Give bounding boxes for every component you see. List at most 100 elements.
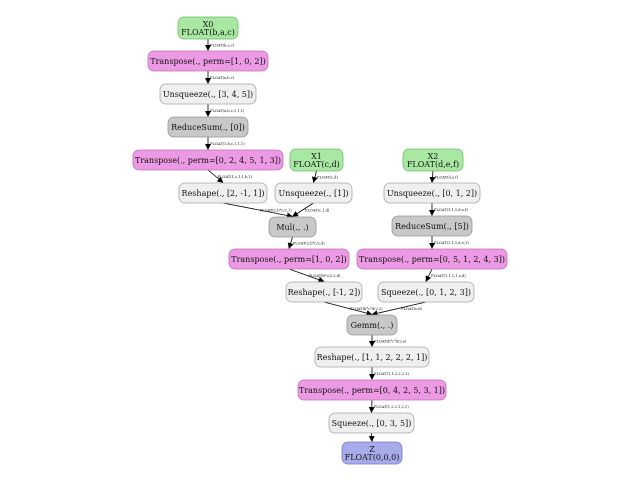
graph-edge-x0-t1: FLOAT(b,a,c) <box>205 39 235 51</box>
graph-edge-rs1-mul: FLOAT(2,b*c/2,1) <box>222 202 293 219</box>
node-box <box>377 281 475 303</box>
edge-arrow <box>425 268 433 282</box>
edge-label: FLOAT(a,b,c) <box>210 76 235 80</box>
edge-label: FLOAT(1,1,2,2,2,1) <box>374 372 409 376</box>
node-box <box>177 16 239 40</box>
edge-arrow <box>429 170 436 183</box>
node-label: FLOAT(c,d) <box>293 160 339 169</box>
graph-node-u1: Unsqueeze(., [3, 4, 5]) <box>159 83 257 105</box>
graph-node-mul: Mul(., .) <box>268 216 317 238</box>
graph-node-rs1: Reshape(., [2, -1, 1]) <box>178 182 268 204</box>
node-box <box>346 314 398 336</box>
graph-node-sq1: Squeeze(., [0, 1, 2, 3]) <box>377 281 475 303</box>
edge-label: FLOAT(1,c,1,1,b,1) <box>218 175 253 179</box>
node-label: FLOAT(d,e,f) <box>407 160 459 169</box>
edge-label: FLOAT(b,a,c) <box>210 44 235 48</box>
graph-node-u3: Unsqueeze(., [0, 1, 2]) <box>383 182 481 204</box>
graph-edge-t3-rs2: FLOAT(b*c/2,2,d) <box>288 268 342 283</box>
edge-label: FLOAT(2,b*c/2,1) <box>260 209 292 213</box>
node-label: Gemm(., .) <box>351 321 394 330</box>
node-label: Unsqueeze(., [1]) <box>279 189 349 198</box>
node-box <box>297 379 447 401</box>
graph-node-rs3: Reshape(., [1, 1, 2, 2, 2, 1]) <box>314 346 430 368</box>
node-label: Mul(., .) <box>276 223 308 232</box>
edges-layer: FLOAT(b,a,c) FLOAT(a,b,c) FLOAT(a,b,c,1,1,… <box>205 39 469 442</box>
graph-node-t3: Transpose(., perm=[1, 0, 2]) <box>228 248 350 270</box>
node-box <box>341 441 403 465</box>
edge-arrow <box>207 169 224 183</box>
edge-arrow <box>323 301 373 317</box>
edge-label: FLOAT(e,d) <box>401 307 423 311</box>
node-label: Z <box>369 445 375 454</box>
graph-edge-rs3-t5: FLOAT(1,1,2,2,2,1) <box>369 367 409 380</box>
graph-edge-r2-t4: FLOAT(1,1,1,d,e,1) <box>429 236 469 249</box>
graph-edge-rs2-gemm: FLOAT(b*c*d/2,2) <box>323 301 383 317</box>
graph-edge-t2-rs1: FLOAT(1,c,1,1,b,1) <box>207 169 253 183</box>
node-box <box>383 182 481 204</box>
node-label: Unsqueeze(., [0, 1, 2]) <box>387 189 477 198</box>
node-label: X2 <box>428 152 439 161</box>
edge-label: FLOAT(1,1,1,d,e,f) <box>434 208 468 212</box>
graph-edge-u2-mul: FLOAT(c,1,d) <box>292 202 330 217</box>
graph-node-r1: ReduceSum(., [0]) <box>167 116 249 138</box>
graph-node-t2: Transpose(., perm=[0, 2, 4, 5, 1, 3]) <box>132 149 284 171</box>
edge-arrow <box>368 432 375 442</box>
node-label: Transpose(., perm=[0, 4, 2, 5, 3, 1]) <box>299 386 445 395</box>
node-label: Squeeze(., [0, 1, 2, 3]) <box>381 288 471 297</box>
graph-node-gemm: Gemm(., .) <box>346 314 398 336</box>
node-label: X1 <box>311 152 322 161</box>
edge-arrow <box>292 202 314 217</box>
node-label: ReduceSum(., [5]) <box>395 222 469 231</box>
edge-label: FLOAT(b*c/2,2,d) <box>309 274 342 278</box>
node-box <box>167 116 249 138</box>
edge-label: FLOAT(1,2,2,1,2,1) <box>374 405 409 409</box>
node-label: Squeeze(., [0, 3, 5]) <box>332 419 412 428</box>
graph-edge-r1-t2: FLOAT(1,b,c,1,1,1) <box>205 137 245 150</box>
node-label: Reshape(., [1, 1, 2, 2, 2, 1]) <box>317 353 428 362</box>
edge-label: FLOAT(d,e,f) <box>435 176 459 180</box>
edge-label: FLOAT(c,1,d) <box>305 209 330 213</box>
node-label: Transpose(., perm=[1, 0, 2]) <box>150 57 266 66</box>
node-label: X0 <box>203 20 214 29</box>
graph-node-sq2: Squeeze(., [0, 3, 5]) <box>328 412 415 434</box>
graph-edge-t4-sq1: FLOAT(1,1,1,1,e,d) <box>425 268 466 282</box>
node-label: Reshape(., [-1, 2]) <box>288 288 361 297</box>
graph-node-rs2: Reshape(., [-1, 2]) <box>285 281 363 303</box>
graph-edge-mul-t3: FLOAT(2,b*c/2,d) <box>287 236 326 249</box>
node-label: Unsqueeze(., [3, 4, 5]) <box>163 90 253 99</box>
node-box <box>268 216 317 238</box>
edge-label: FLOAT(a,b,c,1,1,1) <box>210 109 245 113</box>
graph-node-t1: Transpose(., perm=[1, 0, 2]) <box>147 50 269 72</box>
edge-label: FLOAT(b*c*d/2,2) <box>350 307 383 311</box>
graph-edge-x2-u3: FLOAT(d,e,f) <box>429 170 459 183</box>
node-box <box>159 83 257 105</box>
graph-node-t4: Transpose(., perm=[0, 5, 1, 2, 4, 3]) <box>356 248 508 270</box>
graph-edge-sq1-gemm: FLOAT(e,d) <box>371 301 427 317</box>
node-box <box>391 215 473 237</box>
graph-node-t5: Transpose(., perm=[0, 4, 2, 5, 3, 1]) <box>297 379 447 401</box>
node-box <box>285 281 363 303</box>
edge-label: FLOAT(1,1,1,1,e,d) <box>431 274 466 278</box>
graph-node-u2: Unsqueeze(., [1]) <box>274 182 353 204</box>
edge-arrow <box>287 236 294 249</box>
edge-label: FLOAT(2,b*c/2,d) <box>293 242 326 246</box>
node-label: ReduceSum(., [0]) <box>171 123 245 132</box>
edge-label: FLOAT(1,1,1,d,e,1) <box>434 241 469 245</box>
node-box <box>132 149 284 171</box>
node-box <box>328 412 415 434</box>
node-box <box>314 346 430 368</box>
edge-arrow <box>368 399 375 413</box>
node-label: FLOAT(b,a,c) <box>181 28 235 37</box>
edge-label: FLOAT(b*c*d/2,e) <box>374 340 407 344</box>
node-box <box>289 148 344 172</box>
edge-label: FLOAT(1,b,c,1,1,1) <box>210 142 245 146</box>
node-box <box>228 248 350 270</box>
edge-label: FLOAT(c,d) <box>317 176 338 180</box>
edge-arrow <box>371 301 427 317</box>
node-box <box>402 148 464 172</box>
